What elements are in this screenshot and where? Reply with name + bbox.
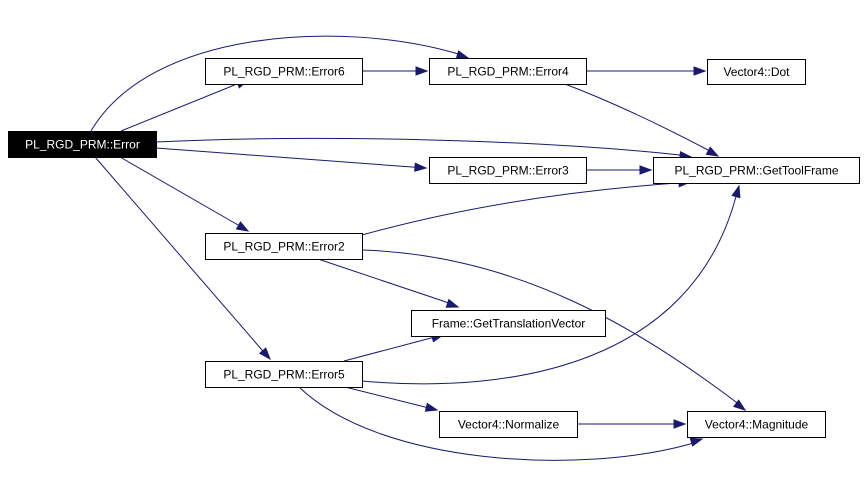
edge-error3-gettool: [586, 165, 653, 175]
edge-error5-normalize: [344, 386, 439, 412]
edge-line: [564, 83, 719, 157]
edge-error5-gettool: [361, 184, 741, 385]
edge-line: [155, 137, 692, 158]
arrowhead: [731, 184, 741, 199]
node-error[interactable]: PL_RGD_PRM::Error: [8, 131, 157, 158]
node-error2[interactable]: PL_RGD_PRM::Error2: [205, 233, 363, 260]
node-label: PL_RGD_PRM::GetToolFrame: [674, 164, 838, 178]
node-box: [429, 58, 587, 85]
node-label: PL_RGD_PRM::Error2: [223, 240, 345, 254]
edge-error6-error4: [362, 66, 429, 76]
arrowhead: [414, 162, 428, 172]
edge-error2-gettool: [361, 178, 692, 236]
edge-line: [343, 334, 444, 362]
node-error4[interactable]: PL_RGD_PRM::Error4: [429, 58, 587, 85]
edge-line: [119, 156, 249, 232]
node-box: [8, 131, 157, 158]
node-magnitude[interactable]: Vector4::Magnitude: [687, 411, 826, 438]
arrowhead: [455, 50, 470, 60]
arrowhead: [415, 66, 429, 76]
edge-line: [361, 185, 740, 385]
node-label: Vector4::Normalize: [458, 418, 560, 432]
node-box: [411, 310, 606, 337]
edge-error-error6: [120, 79, 250, 132]
node-label: Vector4::Dot: [723, 65, 790, 79]
node-label: PL_RGD_PRM::Error3: [447, 164, 569, 178]
edge-error-gettool: [155, 137, 693, 161]
edge-error-error3: [155, 147, 428, 172]
edge-error4-dot: [586, 66, 707, 76]
edge-error2-gettrans: [317, 258, 460, 308]
arrowhead: [732, 399, 747, 411]
node-gettool[interactable]: PL_RGD_PRM::GetToolFrame: [653, 157, 860, 184]
node-box: [439, 411, 578, 438]
edge-error5-gettrans: [343, 333, 445, 362]
arrowhead: [689, 437, 704, 447]
edge-line: [361, 181, 691, 236]
arrowhead: [705, 146, 720, 157]
node-error3[interactable]: PL_RGD_PRM::Error3: [429, 157, 587, 184]
arrowhead: [235, 221, 250, 232]
edge-line: [298, 386, 703, 461]
node-box: [205, 233, 363, 260]
edge-error5-magnitude: [298, 386, 704, 461]
edge-line: [317, 258, 459, 308]
node-gettrans[interactable]: Frame::GetTranslationVector: [411, 310, 606, 337]
node-box: [205, 361, 363, 388]
node-box: [707, 59, 806, 85]
node-label: PL_RGD_PRM::Error5: [223, 368, 345, 382]
node-error5[interactable]: PL_RGD_PRM::Error5: [205, 361, 363, 388]
edge-error-error4: [90, 35, 470, 132]
node-label: PL_RGD_PRM::Error6: [223, 65, 345, 79]
arrowhead: [258, 347, 271, 361]
arrowhead: [693, 66, 707, 76]
edge-line: [344, 386, 438, 411]
arrowhead: [639, 165, 653, 175]
arrowhead: [445, 298, 460, 308]
edge-line: [120, 79, 249, 132]
edge-line: [361, 249, 746, 411]
edge-error2-magnitude: [361, 249, 747, 411]
node-label: PL_RGD_PRM::Error4: [447, 65, 569, 79]
node-box: [429, 157, 587, 184]
node-label: Vector4::Magnitude: [705, 418, 809, 432]
node-normalize[interactable]: Vector4::Normalize: [439, 411, 578, 438]
edge-line: [90, 35, 469, 132]
node-box: [205, 58, 363, 85]
node-box: [653, 157, 860, 184]
node-box: [687, 411, 826, 438]
node-label: Frame::GetTranslationVector: [432, 317, 586, 331]
edges-layer: [90, 35, 747, 461]
edge-line: [155, 147, 427, 169]
node-dot[interactable]: Vector4::Dot: [707, 59, 806, 85]
arrowhead: [673, 419, 687, 429]
arrowhead: [424, 402, 439, 412]
node-label: PL_RGD_PRM::Error: [25, 138, 140, 152]
edge-error-error5: [94, 156, 271, 361]
edge-normalize-magnitude: [577, 419, 687, 429]
node-error6[interactable]: PL_RGD_PRM::Error6: [205, 58, 363, 85]
edge-error4-gettool: [564, 83, 720, 157]
edge-error-error2: [119, 156, 250, 232]
